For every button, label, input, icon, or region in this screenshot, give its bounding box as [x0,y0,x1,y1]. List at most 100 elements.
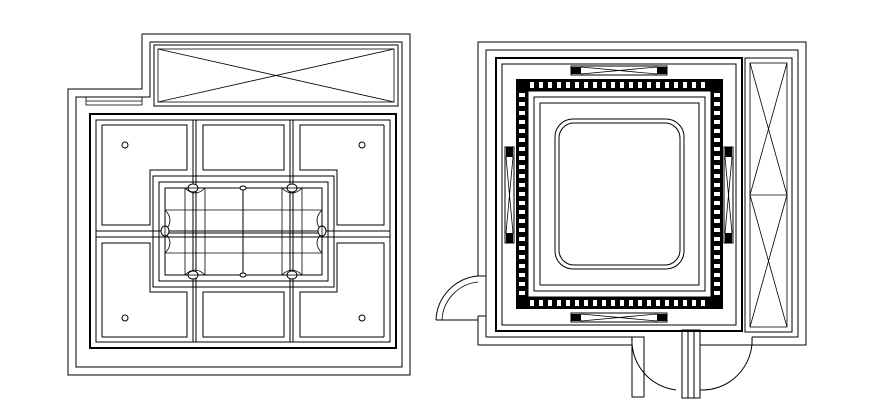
border-tick [692,300,696,306]
border-tick [629,300,633,306]
border-tick [656,300,660,306]
border-tick [674,300,678,306]
right-door-swings [435,275,753,399]
fitting [239,185,247,191]
strip-light-right [723,146,734,244]
border-tick [683,300,687,306]
border-tick [584,300,588,306]
border-ticks [519,82,720,306]
border-tick [611,300,615,306]
border-tick [714,291,720,295]
border-tick [519,93,525,97]
border-tick [530,82,534,88]
recessed-light [121,314,129,322]
left-ornamental-fittings [160,183,327,280]
border-tick [714,183,720,187]
left-corner-panels [101,124,385,338]
border-tick [714,174,720,178]
border-tick [519,273,525,277]
left-outer-walls [67,33,411,376]
fitting [187,183,199,193]
border-tick [519,120,525,124]
right-ceiling-plan [435,41,807,399]
right-exhaust-vent [744,57,793,333]
border-tick [714,192,720,196]
border-tick [714,255,720,259]
border-tick [557,300,561,306]
border-tick [647,82,651,88]
border-tick [701,82,705,88]
border-tick [611,82,615,88]
border-tick [714,156,720,160]
border-tick [683,82,687,88]
border-tick [714,210,720,214]
border-tick [519,111,525,115]
recessed-light [358,141,366,149]
border-tick [714,237,720,241]
border-tick [519,228,525,232]
fitting [286,183,298,193]
border-tick [539,82,543,88]
fitting [286,270,298,280]
border-tick [575,300,579,306]
border-tick [593,300,597,306]
border-tick [519,129,525,133]
door-swing-left [435,275,487,321]
border-tick [602,300,606,306]
border-tick [701,300,705,306]
border-tick [638,82,642,88]
border-tick [602,82,606,88]
border-tick [566,300,570,306]
strip-light-bottom [570,312,668,323]
border-tick [620,300,624,306]
border-tick [519,201,525,205]
border-tick [519,237,525,241]
border-tick [714,219,720,223]
border-tick [714,147,720,151]
border-tick [584,82,588,88]
strip-light-top [570,65,668,76]
border-tick [519,219,525,223]
border-tick [519,138,525,142]
border-tick [714,246,720,250]
border-tick [519,255,525,259]
border-tick [714,282,720,286]
border-tick [647,300,651,306]
right-ceiling-frame [495,57,743,332]
border-tick [714,138,720,142]
border-tick [656,82,660,88]
border-tick [519,210,525,214]
border-tick [575,82,579,88]
border-tick [548,82,552,88]
left-ceiling-plan [67,33,411,376]
border-tick [519,156,525,160]
border-tick [714,120,720,124]
fitting [239,272,247,278]
border-tick [714,201,720,205]
border-tick [519,174,525,178]
right-patterned-border [516,79,723,309]
border-tick [519,102,525,106]
border-tick [519,183,525,187]
border-tick [519,246,525,250]
border-tick [548,300,552,306]
border-tick [714,264,720,268]
border-tick [557,82,561,88]
border-tick [692,82,696,88]
border-tick [714,129,720,133]
border-tick [714,165,720,169]
border-tick [714,93,720,97]
strip-light-left [504,146,515,244]
right-centre-panel [554,118,685,270]
border-tick [519,264,525,268]
border-tick [566,82,570,88]
door-swing-bottom [631,329,753,399]
left-centre-coffer [152,175,335,288]
fitting [187,270,199,280]
border-tick [519,192,525,196]
border-tick [519,291,525,295]
border-tick [714,111,720,115]
border-tick [665,300,669,306]
border-tick [674,82,678,88]
